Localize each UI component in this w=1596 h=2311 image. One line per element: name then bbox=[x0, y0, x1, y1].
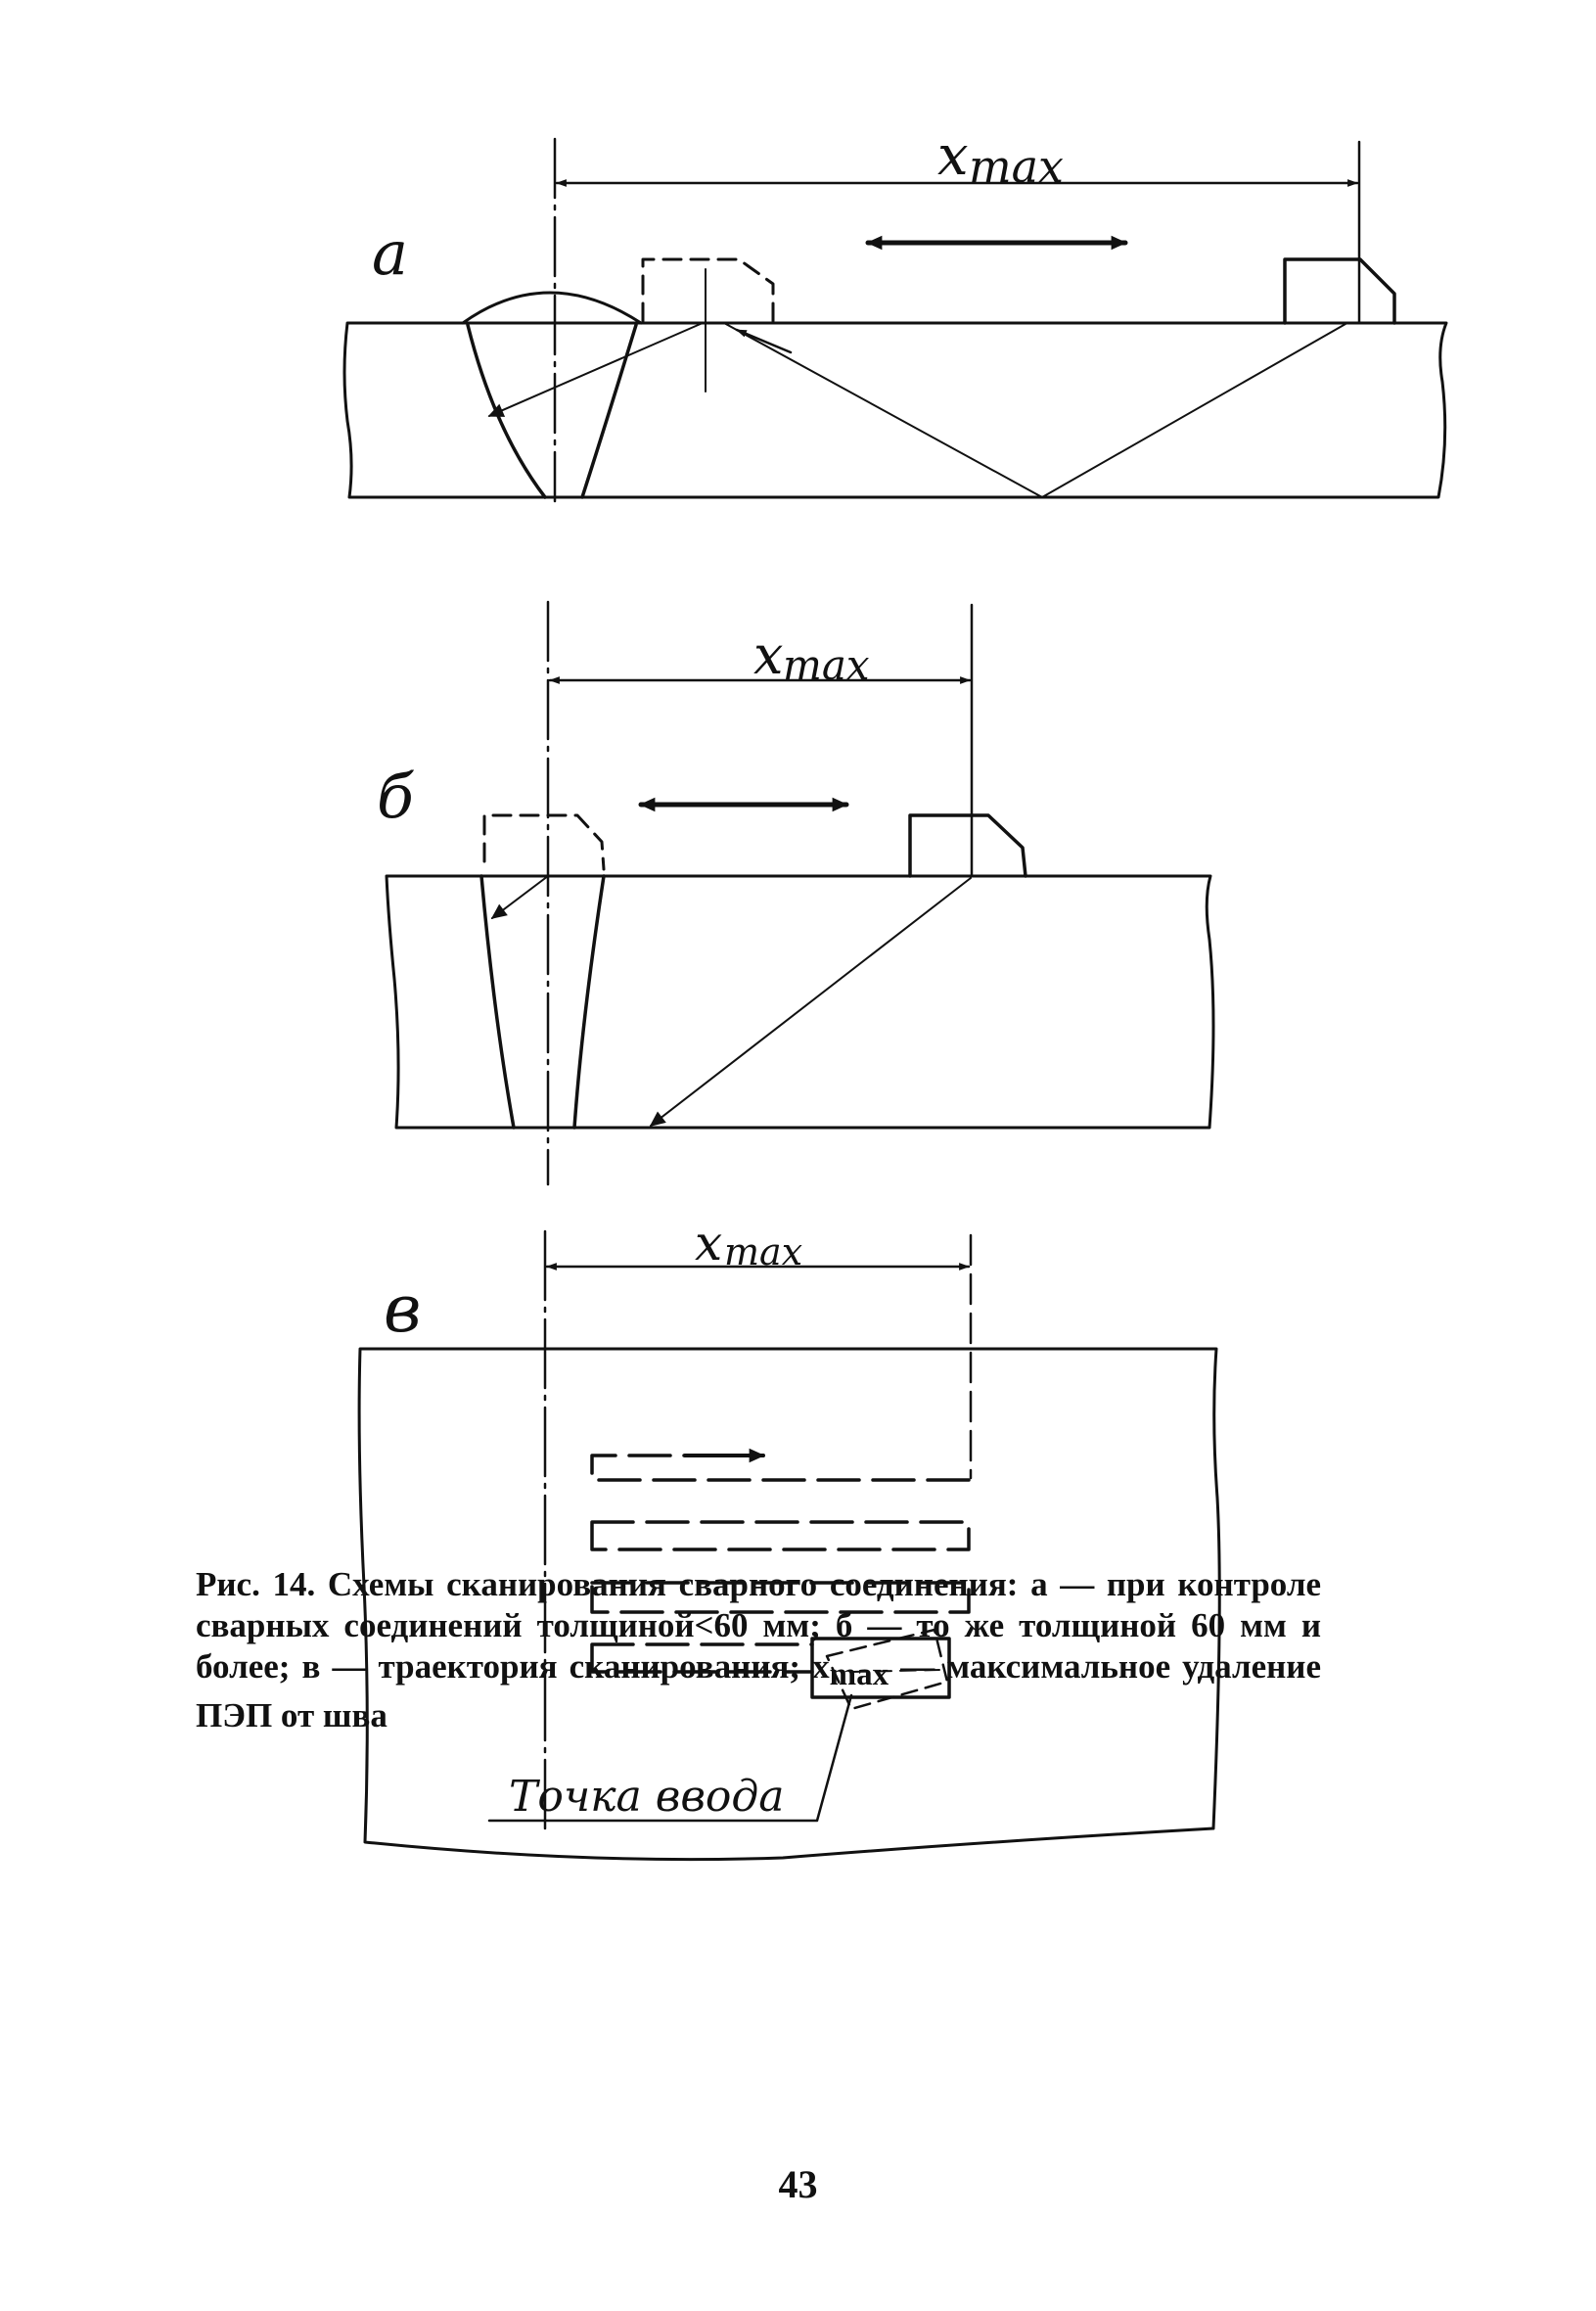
caption-text-end: — максимальное удаление ПЭП от шва bbox=[196, 1647, 1322, 1734]
probe-beam-axis-c bbox=[850, 1669, 940, 1673]
plate-a bbox=[342, 321, 1448, 499]
xmax-label-b: x max bbox=[753, 624, 870, 689]
panel-a-label: а bbox=[372, 217, 408, 289]
figure-caption: Рис. 14. Схемы сканирования сварного сое… bbox=[196, 1564, 1321, 1736]
probe-dashed-a bbox=[641, 257, 775, 323]
panel-a bbox=[342, 137, 1448, 503]
entry-point-label: Точка ввода bbox=[509, 1772, 785, 1822]
panel-b bbox=[385, 600, 1215, 1186]
weld-profile-a bbox=[466, 323, 638, 499]
panel-b-label: б bbox=[377, 761, 415, 832]
probe-plan-dashed-c bbox=[825, 1628, 949, 1711]
probe-solid-a bbox=[1283, 257, 1396, 325]
xmax-label-c: x max bbox=[695, 1215, 802, 1273]
caption-subscript: max bbox=[829, 1657, 889, 1692]
weld-reinforcement-a bbox=[461, 291, 643, 325]
probe-solid-b bbox=[908, 813, 1027, 878]
probe-plan-solid-c bbox=[810, 1637, 951, 1699]
entry-point-leader bbox=[487, 1693, 853, 1823]
panel-c bbox=[357, 1229, 1221, 1862]
xmax-symbol-c: x bbox=[695, 1215, 722, 1271]
plate-b bbox=[385, 874, 1215, 1130]
xmax-subscript-c: max bbox=[724, 1230, 802, 1273]
xmax-symbol-b: x bbox=[753, 624, 783, 686]
page-number: 43 bbox=[778, 2162, 818, 2206]
xmax-subscript-a: max bbox=[969, 140, 1064, 193]
xmax-symbol-a: x bbox=[937, 124, 969, 188]
beam-to-weld-b bbox=[490, 875, 549, 919]
panel-c-label: в bbox=[384, 1271, 421, 1347]
beam-reflection-marker-a bbox=[735, 328, 793, 354]
scan-trajectory bbox=[590, 1448, 971, 1674]
caption-text: Рис. 14. Схемы сканирования сварного сое… bbox=[196, 1565, 1321, 1686]
weld-profile-b bbox=[479, 874, 606, 1130]
ultrasonic-beam-b bbox=[649, 877, 972, 1127]
beam-to-weld-a bbox=[487, 322, 704, 417]
probe-dashed-b bbox=[482, 813, 606, 871]
xmax-label-a: x max bbox=[937, 124, 1064, 193]
xmax-subscript-b: max bbox=[783, 641, 870, 689]
ultrasonic-beam-a bbox=[723, 322, 1346, 498]
plate-plan-view-c bbox=[357, 1347, 1221, 1862]
